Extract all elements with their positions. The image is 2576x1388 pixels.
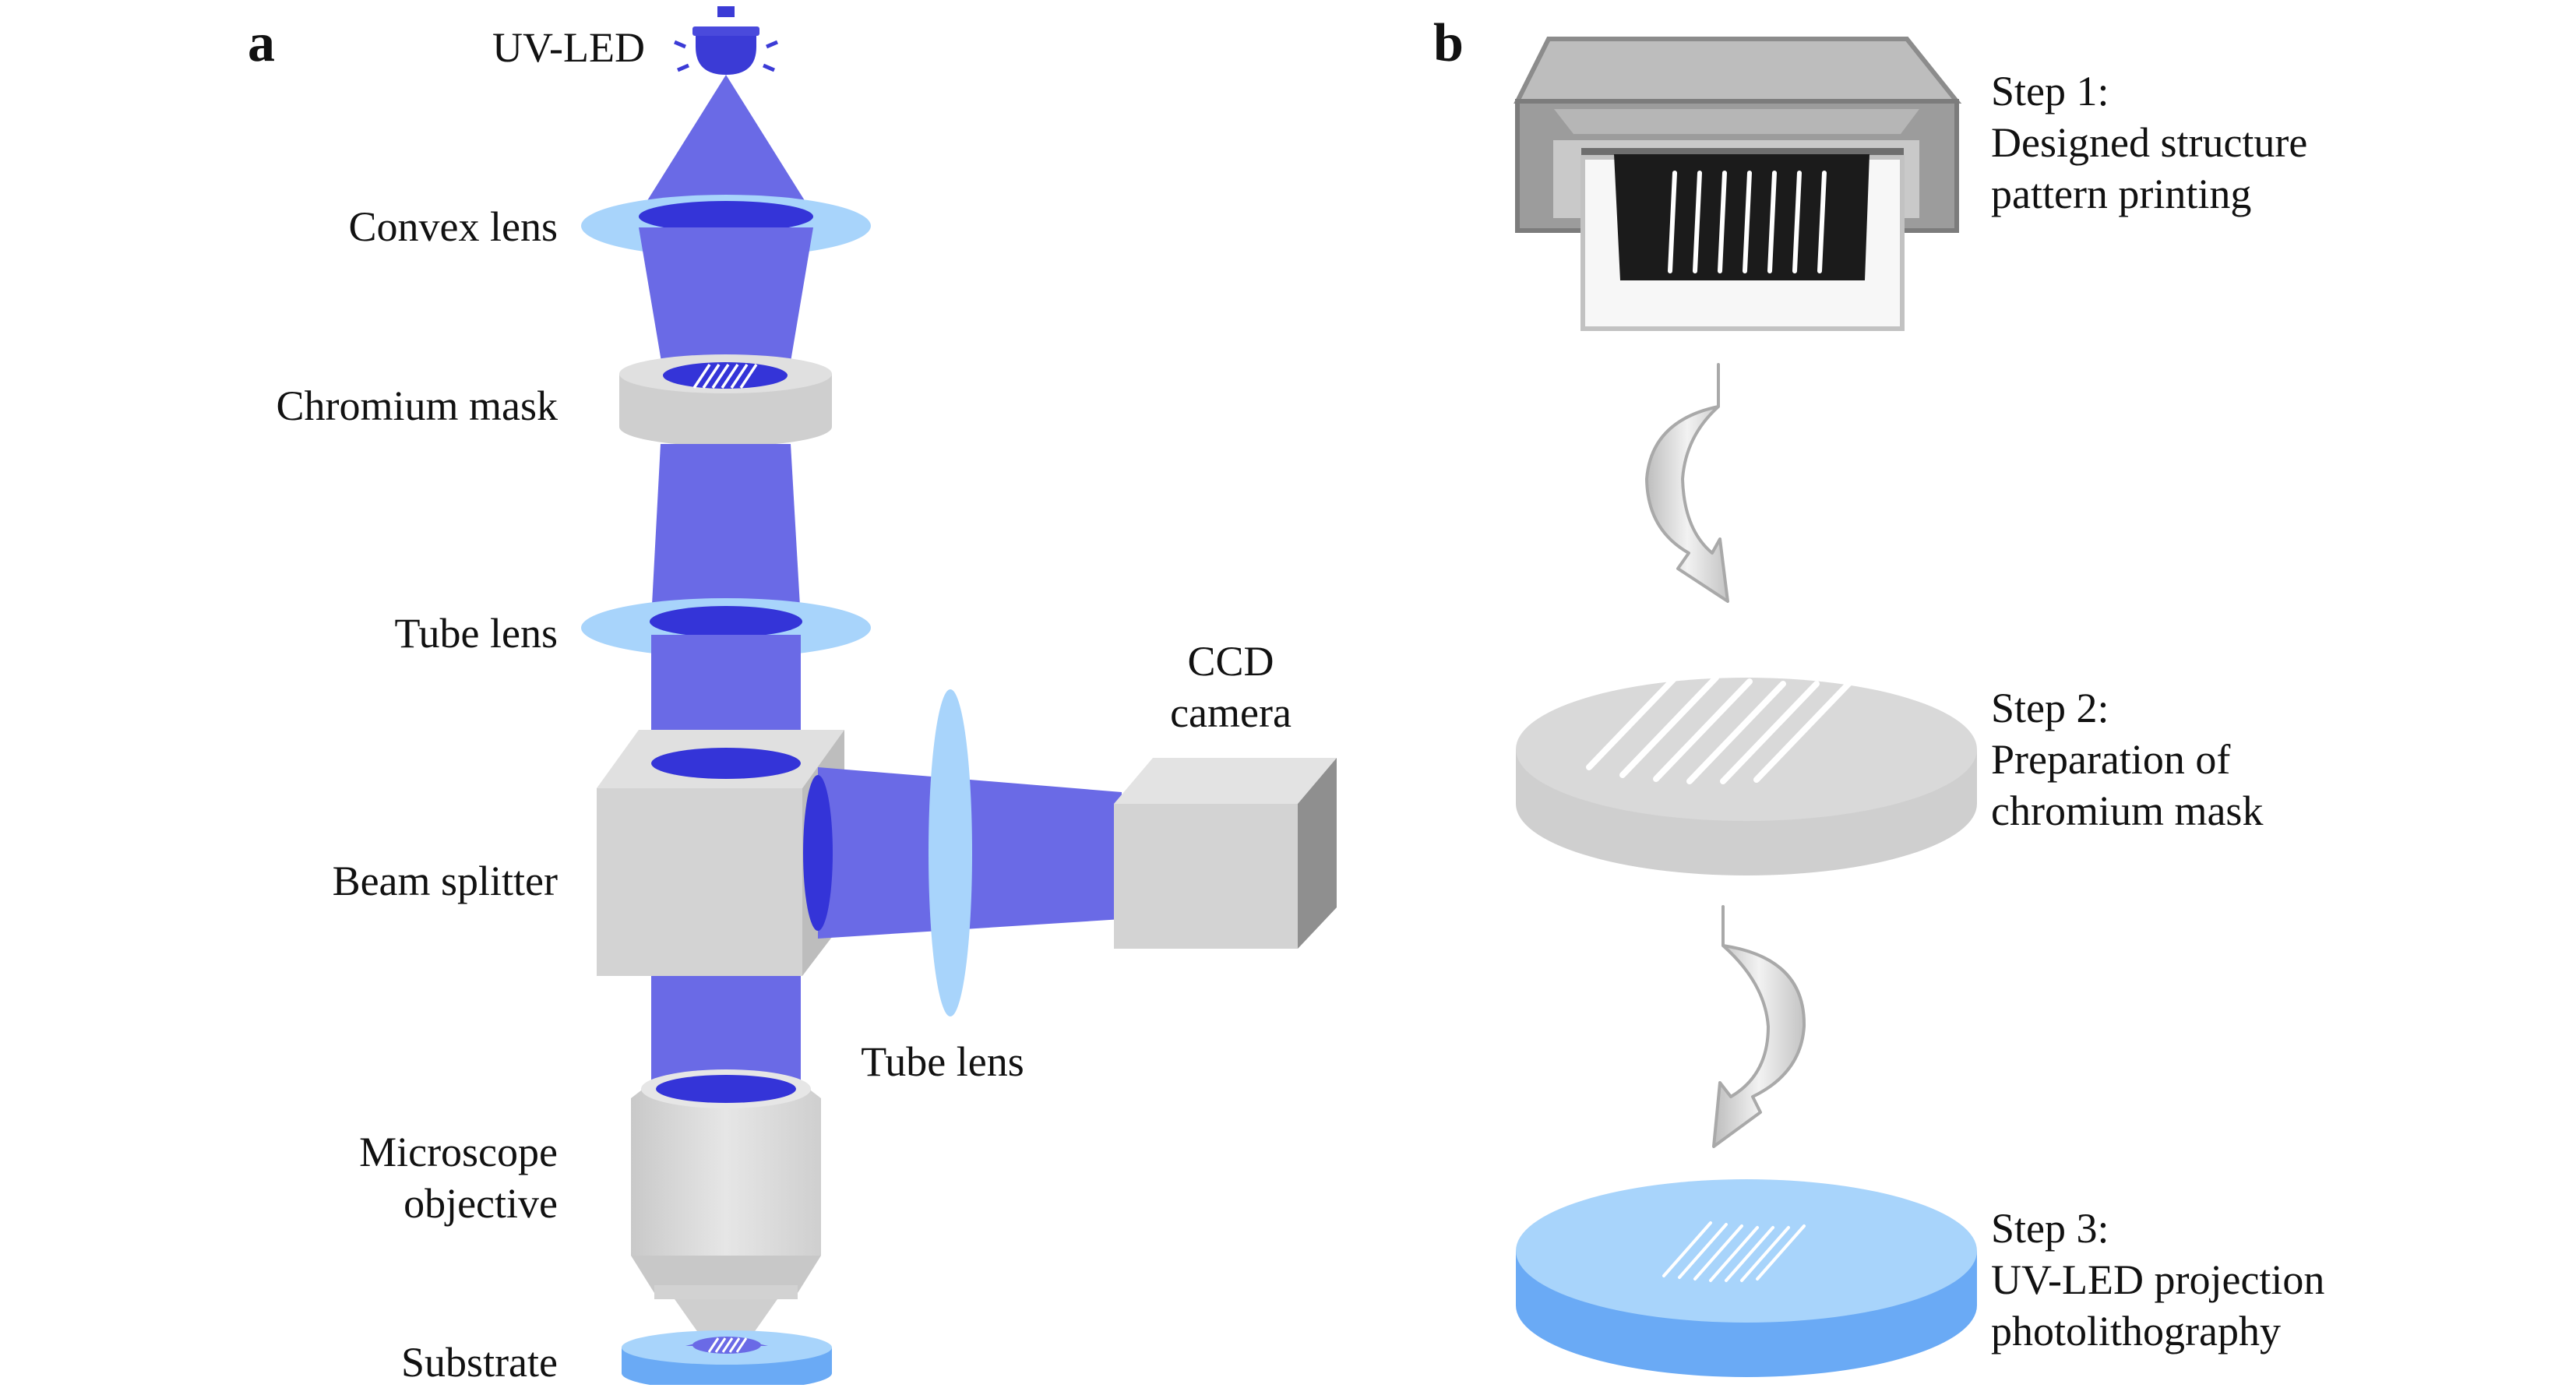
panel-a-letter: a — [248, 13, 275, 73]
label-microscope-objective-1: Microscope — [359, 1129, 558, 1175]
step3-line2: photolithography — [1991, 1308, 2281, 1355]
step3-title: Step 3: — [1991, 1205, 2109, 1252]
ccd-camera — [1114, 758, 1337, 949]
step3-line1: UV-LED projection — [1991, 1256, 2325, 1303]
label-microscope-objective-2: objective — [403, 1180, 558, 1227]
label-convex-lens: Convex lens — [348, 203, 558, 250]
substrate-disk — [1516, 1179, 1977, 1377]
uv-led-icon — [674, 6, 778, 75]
step1-line1: Designed structure — [1991, 119, 2308, 166]
label-chromium-mask: Chromium mask — [276, 382, 559, 429]
beam-mask-to-tube-lens — [651, 444, 801, 619]
step2-line1: Preparation of — [1991, 736, 2231, 783]
label-ccd-camera-1: CCD — [1187, 638, 1274, 685]
label-beam-splitter: Beam splitter — [332, 858, 558, 904]
chromium-mask — [619, 354, 832, 446]
step2-line2: chromium mask — [1991, 787, 2264, 834]
arrow-step1-to-step2-icon — [1645, 363, 1729, 603]
label-ccd-camera-2: camera — [1170, 689, 1292, 736]
tube-lens-horizontal — [929, 689, 972, 1016]
microscope-objective — [631, 1069, 821, 1341]
step1-title: Step 1: — [1991, 68, 2109, 114]
label-substrate: Substrate — [401, 1339, 558, 1386]
panel-b-letter: b — [1433, 13, 1464, 73]
label-tube-lens-horizontal: Tube lens — [861, 1038, 1024, 1085]
beam-splitter-side-aperture — [803, 775, 833, 931]
label-uv-led: UV-LED — [492, 24, 645, 71]
beam-lens-to-mask — [639, 227, 813, 375]
uv-light-cone — [639, 75, 813, 214]
substrate — [622, 1330, 832, 1385]
printer-icon — [1514, 37, 1962, 331]
step1-line2: pattern printing — [1991, 171, 2252, 217]
arrow-step2-to-step3-icon — [1712, 905, 1806, 1148]
chromium-mask-disk — [1516, 667, 1977, 875]
label-tube-lens-vertical: Tube lens — [394, 610, 558, 657]
step2-title: Step 2: — [1991, 685, 2109, 731]
